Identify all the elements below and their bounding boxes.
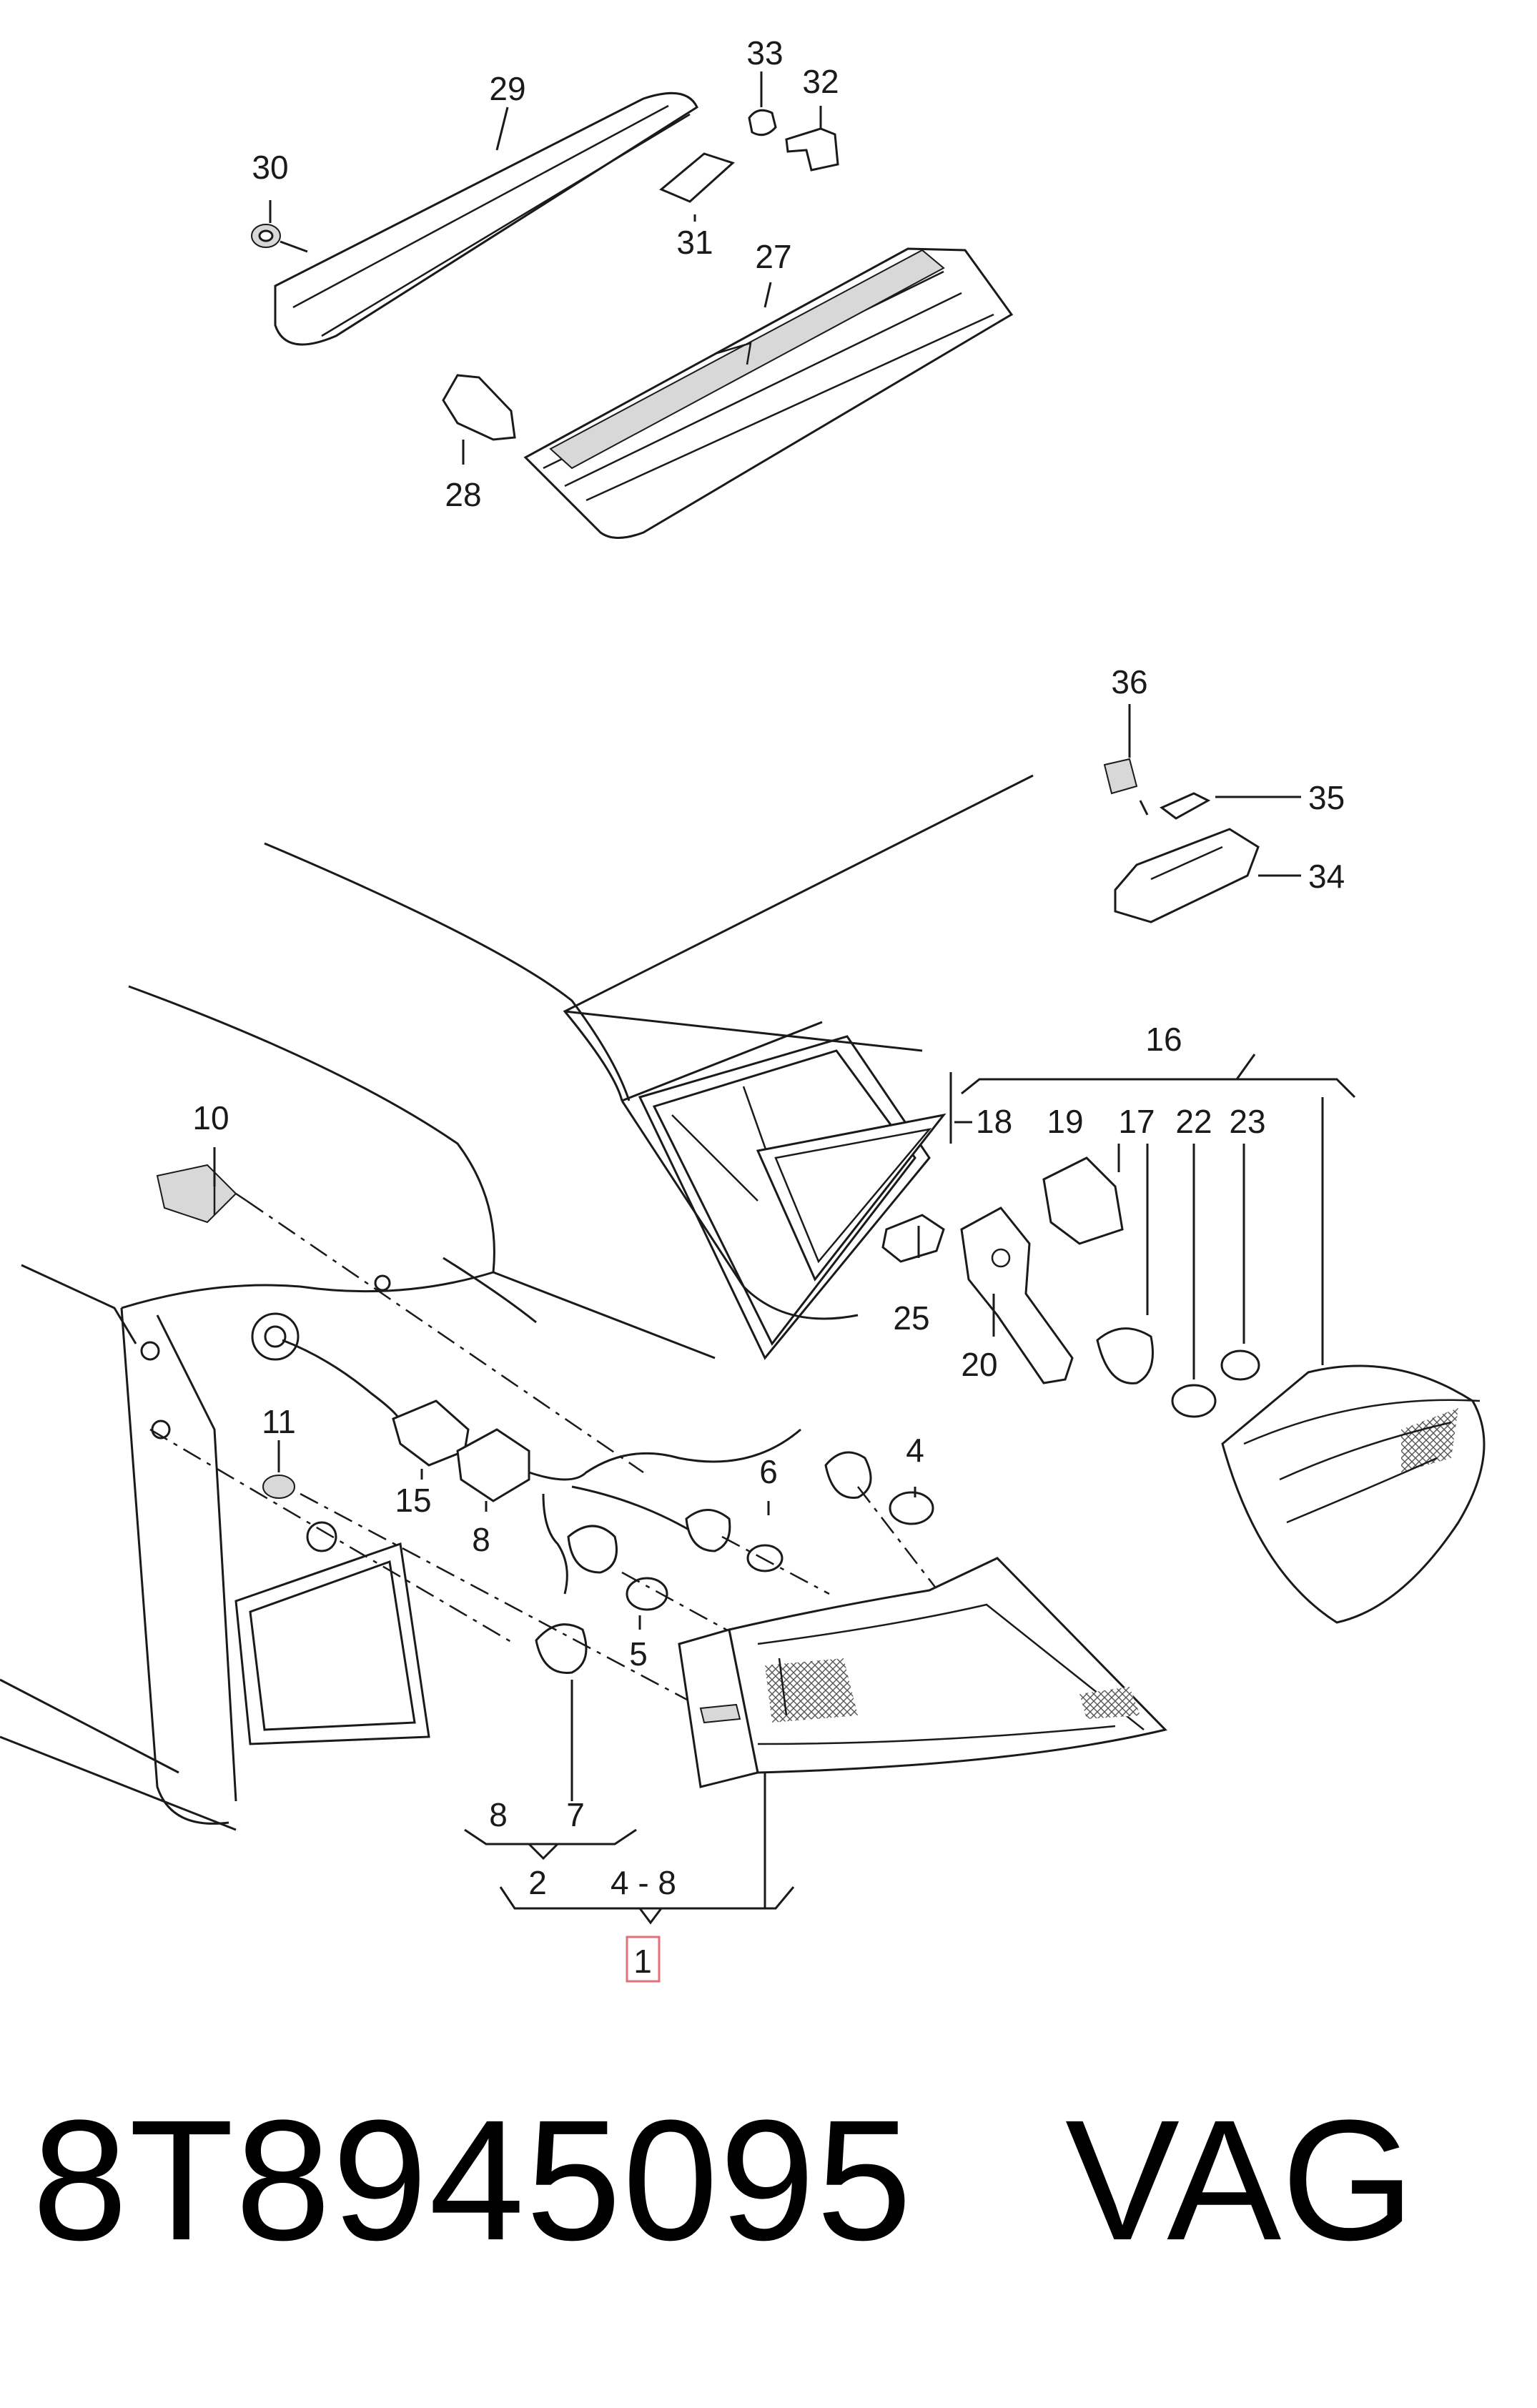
callout-28: 28	[445, 476, 481, 513]
bulb-holder-6	[824, 1451, 872, 1499]
callout-4-8: 4 - 8	[611, 1864, 676, 1901]
callout-29: 29	[489, 70, 525, 107]
callout-33: 33	[746, 34, 783, 71]
screw-32	[785, 127, 839, 172]
callout-1[interactable]: 1	[633, 1943, 652, 1980]
connector-15	[392, 1399, 470, 1467]
bulb-holder-center	[685, 1509, 784, 1572]
sensor-10	[156, 1164, 247, 1224]
bulb-holder-19	[1042, 1156, 1124, 1245]
callout-35: 35	[1308, 779, 1345, 816]
bracket-20	[960, 1207, 1074, 1384]
connector-25	[881, 1214, 945, 1263]
bulb-5	[626, 1577, 668, 1611]
licence-light-group	[1103, 758, 1260, 923]
tail-light-inner-16	[1221, 1364, 1486, 1624]
clip-11	[262, 1475, 295, 1499]
tail-light-outer-1	[678, 1557, 1167, 1788]
connector-8	[456, 1428, 530, 1502]
callout-11: 11	[262, 1403, 296, 1440]
callout-18: 18	[976, 1103, 1012, 1140]
bulb-4	[889, 1491, 934, 1525]
bulb-holder-2	[567, 1525, 618, 1574]
callout-34: 34	[1308, 858, 1345, 895]
callout-1-highlight-box	[626, 1936, 661, 1983]
callout-17: 17	[1118, 1103, 1155, 1140]
callout-8-bottom: 8	[489, 1796, 508, 1833]
part-number: 8T8945095	[32, 2084, 914, 2276]
callout-31: 31	[676, 224, 713, 261]
high-level-brake-light-group	[251, 71, 1014, 539]
callout-7: 7	[566, 1796, 585, 1833]
callout-25: 25	[893, 1299, 929, 1337]
callout-8: 8	[472, 1521, 490, 1558]
callout-23: 23	[1229, 1103, 1265, 1140]
leader-lines	[213, 704, 1356, 1925]
callout-16: 16	[1145, 1021, 1182, 1058]
callout-22: 22	[1175, 1103, 1212, 1140]
bulb-23	[1220, 1349, 1260, 1381]
callout-36: 36	[1111, 663, 1147, 700]
callout-5: 5	[629, 1635, 648, 1673]
callout-2: 2	[528, 1864, 547, 1901]
callout-labels: 29 30 31 33 32 27 28 36 35 34 16 18 19 1…	[192, 34, 1345, 1983]
grommet-33	[748, 109, 777, 137]
callout-19: 19	[1047, 1103, 1083, 1140]
brake-light-housing-27	[523, 247, 1014, 539]
clip-28	[442, 374, 516, 441]
licence-light-housing-34	[1114, 828, 1260, 923]
gasket-31	[659, 152, 735, 203]
bulb-22	[1171, 1384, 1217, 1418]
bracket-18	[756, 1113, 947, 1282]
brand-name: VAG	[1065, 2084, 1415, 2276]
callout-6: 6	[759, 1453, 778, 1490]
callout-32: 32	[802, 63, 839, 100]
vehicle-body-outline	[0, 774, 1034, 1831]
brake-light-lens-29	[274, 91, 698, 346]
callout-4: 4	[906, 1432, 924, 1469]
bulb-holder-7	[535, 1623, 588, 1674]
nut-30	[251, 224, 281, 248]
socket-17	[1096, 1327, 1154, 1384]
grommet-body	[251, 1312, 300, 1361]
callout-20: 20	[961, 1346, 997, 1383]
bulb-35	[1160, 792, 1211, 820]
callout-30: 30	[252, 149, 288, 186]
callout-27: 27	[755, 238, 791, 275]
connector-36	[1103, 758, 1138, 795]
callout-15: 15	[395, 1482, 431, 1519]
callout-10: 10	[192, 1099, 229, 1136]
